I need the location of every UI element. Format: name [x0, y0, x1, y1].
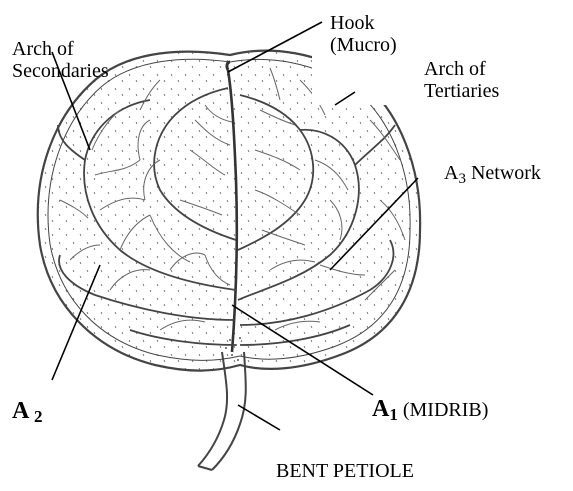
arch-secondaries-line1: Arch of — [12, 38, 74, 60]
hook-label-line2: (Mucro) — [330, 34, 397, 56]
a1-rest: (MIDRIB) — [398, 399, 489, 421]
bent-petiole-label: BENT PETIOLE — [276, 460, 414, 482]
a2-subscript: 2 — [34, 407, 43, 426]
hook-label: Hook (Mucro) — [330, 12, 397, 56]
petiole-leader-line — [238, 405, 280, 430]
arch-secondaries-line2: Secondaries — [12, 60, 109, 82]
hook-label-line1: Hook — [330, 12, 374, 34]
a2-letter: A — [12, 398, 28, 424]
arch-tertiaries-line2: Tertiaries — [424, 80, 499, 102]
arch-of-tertiaries-label: Arch of Tertiaries — [424, 58, 499, 102]
arch-of-secondaries-label: Arch of Secondaries — [12, 38, 109, 82]
a3-letter: A — [444, 162, 458, 184]
a3-rest: Network — [466, 162, 541, 184]
a1-letter: A — [372, 396, 389, 422]
a1-subscript: 1 — [389, 405, 398, 424]
a3-network-label: A3 Network — [444, 162, 541, 186]
a1-midrib-label: A1 (MIDRIB) — [372, 398, 488, 422]
a3-subscript: 3 — [458, 171, 466, 187]
arch-tertiaries-line1: Arch of — [424, 58, 486, 80]
a2-label: A 2 — [12, 400, 43, 424]
